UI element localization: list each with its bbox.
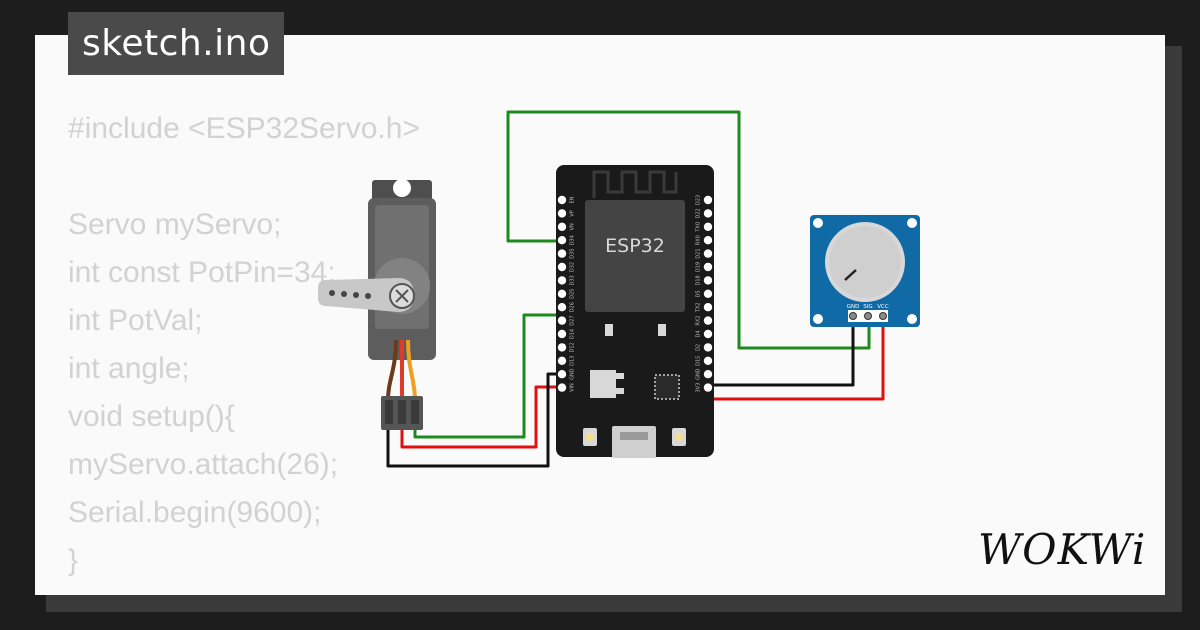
esp32-board[interactable]: ESP32 ENVPVND34D35D32D33D25D26D27D14D12D…: [556, 165, 714, 458]
pin-left-d26[interactable]: [557, 303, 567, 312]
pin-label: D34: [570, 235, 576, 245]
wire-green-pot-signal: [506, 110, 871, 350]
pin-label: D13: [570, 356, 576, 366]
esp32-label: ESP32: [605, 235, 665, 257]
pin-left-gnd[interactable]: [557, 370, 567, 379]
code-line: void setup(){: [68, 400, 235, 433]
wires: [386, 110, 885, 468]
pin-left-vn[interactable]: [557, 222, 567, 231]
code-line: Serial.begin(9600);: [68, 496, 322, 529]
pin-right-tx0[interactable]: [703, 222, 713, 231]
pin-left-d14[interactable]: [557, 329, 567, 339]
pot-pin-label: VCC: [877, 304, 889, 310]
servo-motor[interactable]: [318, 179, 436, 430]
pin-label: RX0: [696, 235, 702, 245]
pin-label: D22: [696, 208, 702, 218]
pin-left-d33[interactable]: [557, 276, 567, 285]
pot-pin-label: GND: [847, 304, 860, 310]
pin-right-gnd[interactable]: [703, 370, 713, 379]
pin-label: RX2: [696, 316, 702, 326]
code-background: #include <ESP32Servo.h> Servo myServo; in…: [68, 105, 420, 595]
pot-pointer: [844, 269, 857, 281]
pin-label: D14: [570, 329, 576, 339]
pin-left-d25[interactable]: [557, 289, 567, 298]
pin-right-rx0[interactable]: [703, 236, 713, 245]
pin-left-d12[interactable]: [557, 343, 567, 352]
pin-label: TX0: [696, 222, 702, 233]
pin-right-d5[interactable]: [703, 289, 713, 298]
pin-right-tx2[interactable]: [703, 303, 713, 312]
pin-left-en[interactable]: [557, 195, 567, 205]
pin-right-d21[interactable]: [703, 249, 713, 258]
pin-label: VIN: [570, 383, 576, 392]
usb-port: [612, 426, 656, 458]
pin-label: D33: [570, 275, 576, 285]
pin-left-d35[interactable]: [557, 249, 567, 258]
pot-pin-gnd[interactable]: [849, 312, 857, 320]
pin-label: D35: [570, 248, 576, 258]
pin-label: TX2: [696, 302, 702, 313]
code-line: int const PotPin=34;: [68, 256, 336, 289]
pin-label: VN: [570, 223, 576, 230]
pin-label: D15: [696, 356, 702, 366]
wire-red-servo-power: [400, 385, 561, 449]
pin-label: D27: [570, 315, 576, 325]
pin-right-d23[interactable]: [703, 195, 713, 205]
pin-right-d18[interactable]: [703, 276, 713, 285]
pin-right-d15[interactable]: [703, 356, 713, 365]
pin-label: D12: [570, 342, 576, 352]
antenna-trace: [592, 170, 678, 198]
pin-label: GND: [570, 368, 576, 380]
pin-label: D23: [696, 195, 702, 205]
code-line: Servo myServo;: [68, 208, 282, 241]
wokwi-logo-text: WOKWi: [978, 525, 1146, 574]
code-line: void loop(){: [68, 585, 420, 595]
wire-black-pot-ground: [707, 318, 855, 387]
pin-label: D19: [696, 262, 702, 272]
pin-right-d4[interactable]: [703, 329, 713, 339]
pin-left-d13[interactable]: [557, 356, 567, 365]
pin-right-rx2[interactable]: [703, 316, 713, 325]
pin-left-d34[interactable]: [557, 236, 567, 245]
pot-pin-vcc[interactable]: [879, 312, 887, 320]
code-line: int angle;: [68, 352, 190, 385]
pin-left-vin[interactable]: [557, 383, 567, 392]
pin-right-d2[interactable]: [703, 343, 713, 352]
wire-black-servo-ground: [386, 372, 561, 468]
wire-red-pot-power: [707, 318, 885, 401]
pin-label: D32: [570, 262, 576, 272]
pot-pin-label: SIG: [863, 304, 872, 310]
pin-left-d32[interactable]: [557, 262, 567, 272]
file-tab[interactable]: sketch.ino: [68, 12, 285, 75]
pin-label: 3V3: [696, 383, 702, 393]
pin-label: EN: [570, 196, 576, 203]
code-line: int PotVal;: [68, 304, 203, 337]
pin-left-d27[interactable]: [557, 316, 567, 325]
wokwi-logo: WOKWi: [978, 525, 1146, 574]
pin-label: D25: [570, 289, 576, 299]
pin-right-3v3[interactable]: [703, 383, 713, 392]
pin-label: D2: [696, 344, 702, 351]
pin-label: D18: [696, 275, 702, 285]
pin-label: D21: [696, 248, 702, 258]
pin-right-d19[interactable]: [703, 262, 713, 272]
pin-label: D4: [696, 330, 702, 337]
pin-label: GND: [696, 368, 702, 380]
code-line: }: [68, 544, 79, 577]
pin-right-d22[interactable]: [703, 209, 713, 218]
pin-label: D5: [696, 290, 702, 297]
pin-label: VP: [570, 210, 576, 216]
pot-pin-sig[interactable]: [864, 312, 872, 320]
code-line: myServo.attach(26);: [68, 448, 339, 481]
code-line: #include <ESP32Servo.h>: [68, 112, 420, 145]
pin-left-vp[interactable]: [557, 209, 567, 218]
wire-green-servo-signal: [413, 313, 561, 439]
pin-label: D26: [570, 302, 576, 312]
